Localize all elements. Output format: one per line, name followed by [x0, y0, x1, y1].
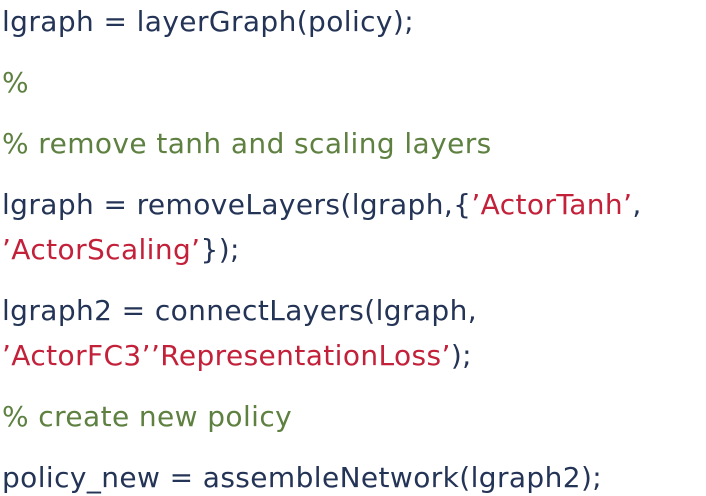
- code-segment-string: ’ActorFC3’’RepresentationLoss’: [2, 339, 451, 372]
- code-segment-code: policy_new = assembleNetwork(lgraph2);: [2, 461, 603, 494]
- code-line: %: [2, 66, 706, 99]
- code-line: policy_new = assembleNetwork(lgraph2);: [2, 461, 706, 494]
- code-line: lgraph = layerGraph(policy);: [2, 5, 706, 38]
- code-segment-comment: %: [2, 66, 30, 99]
- code-segment-code: ,: [632, 188, 642, 221]
- code-line: ’ActorScaling’});: [2, 233, 706, 266]
- code-segment-string: ’ActorTanh’: [471, 188, 633, 221]
- code-line: lgraph = removeLayers(lgraph,{’ActorTanh…: [2, 188, 706, 221]
- code-segment-code: lgraph = removeLayers(lgraph,{: [2, 188, 472, 221]
- code-segment-comment: % remove tanh and scaling layers: [2, 127, 492, 160]
- code-line: % remove tanh and scaling layers: [2, 127, 706, 160]
- code-line: % create new policy: [2, 400, 706, 433]
- code-segment-code: lgraph = layerGraph(policy);: [2, 5, 415, 38]
- code-line: ’ActorFC3’’RepresentationLoss’);: [2, 339, 706, 372]
- code-segment-code: });: [200, 233, 240, 266]
- code-segment-code: );: [450, 339, 472, 372]
- code-segment-comment: % create new policy: [2, 400, 293, 433]
- code-line: lgraph2 = connectLayers(lgraph,: [2, 294, 706, 327]
- code-segment-code: lgraph2 = connectLayers(lgraph,: [2, 294, 478, 327]
- code-segment-string: ’ActorScaling’: [2, 233, 201, 266]
